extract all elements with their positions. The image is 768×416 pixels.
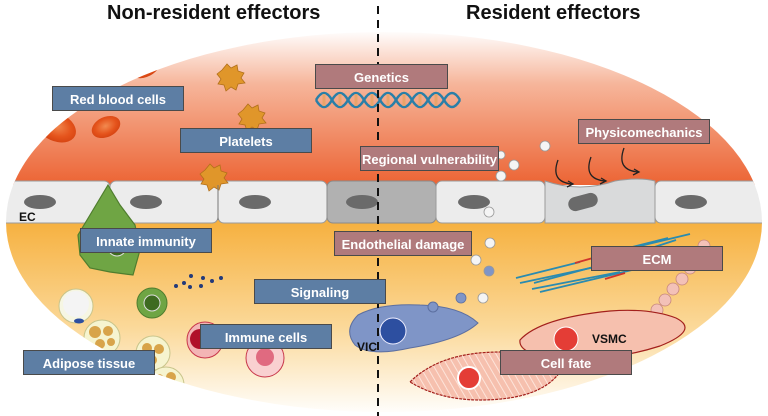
dna-helix-icon [314,91,462,109]
nucleus [24,195,56,209]
signaling-molecules [174,274,223,289]
ecm-fibers [515,233,691,293]
label-endothelial-damage: Endothelial damage [334,231,472,256]
label-cell-fate: Cell fate [500,350,632,375]
nucleus [458,195,490,209]
heading-resident: Resident effectors [466,2,641,24]
label-immune-cells: Immune cells [200,324,332,349]
label-adipose-tissue: Adipose tissue [23,350,155,375]
label-ecm: ECM [591,246,723,271]
platelets-group [199,63,267,192]
flow-arrows-icon [555,147,641,188]
endothelial-cell [654,180,762,224]
vesicles [455,140,551,304]
label-red-blood-cells: Red blood cells [52,86,184,111]
label-genetics: Genetics [315,64,448,89]
nucleus [346,195,378,209]
endothelial-cell-stretched [544,178,656,224]
heading-non-resident: Non-resident effectors [107,2,321,24]
red-blood-cell [91,115,121,139]
endothelial-cell [217,180,328,224]
label-signaling: Signaling [254,279,386,304]
immune-cell-nucleus [256,348,274,366]
tag-vsmc: VSMC [592,332,627,346]
tag-vic: VIC [357,340,378,354]
tag-ec: EC [19,210,36,224]
monocyte-nucleus [143,294,161,312]
platelet [237,103,267,132]
endothelial-layer [6,178,762,224]
nucleus [675,195,707,209]
nucleus [239,195,271,209]
endothelial-cell-damaged [326,180,437,224]
nucleus [130,195,162,209]
vic-cell [349,304,479,353]
vic-nucleus [379,317,407,345]
label-innate-immunity: Innate immunity [80,228,212,253]
label-platelets: Platelets [180,128,312,153]
platelet [199,163,229,192]
nucleus [568,192,598,212]
dying-cell-nucleus [457,366,481,390]
label-physicomechanics: Physicomechanics [578,119,710,144]
vsmc-nucleus [553,326,579,352]
label-regional-vulnerability: Regional vulnerability [360,146,499,171]
platelet [216,63,246,92]
